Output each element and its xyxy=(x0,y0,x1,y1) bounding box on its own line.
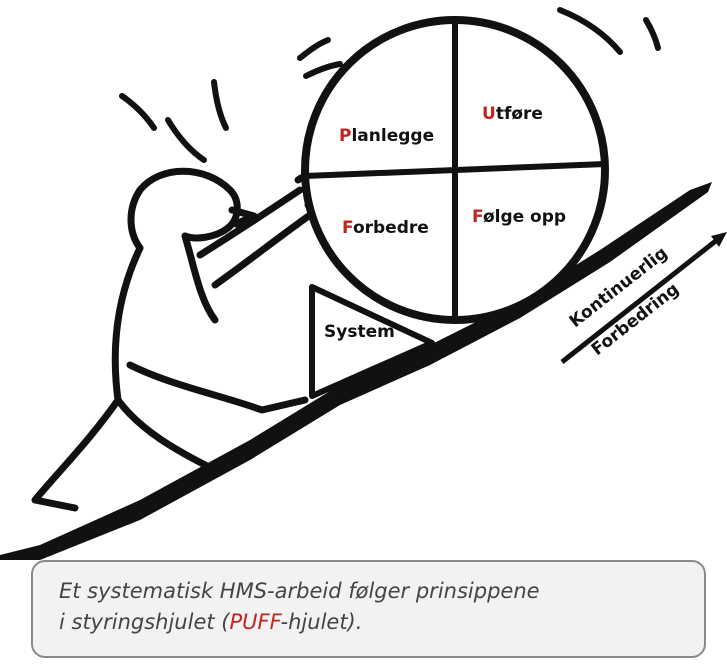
system-label: System xyxy=(324,322,395,342)
sisyphus-illustration: Planlegge Utføre Forbedre Følge opp Syst… xyxy=(0,7,727,560)
caption-line-1: Et systematisk HMS-arbeid følger prinsip… xyxy=(59,579,540,603)
system-wedge xyxy=(309,284,435,399)
wheel-label-folge-opp: Følge opp xyxy=(472,207,566,227)
caption-line-2-post: -hjulet). xyxy=(280,610,363,634)
wheel-label-forbedre: Forbedre xyxy=(342,218,429,238)
motion-marks xyxy=(119,7,661,163)
wheel-label-planlegge: Planlegge xyxy=(339,126,434,146)
caption-line-2-pre: i styringshjulet ( xyxy=(59,610,230,634)
puff-wheel xyxy=(301,16,609,324)
caption-line-2: i styringshjulet (PUFF-hjulet). xyxy=(59,607,678,638)
improvement-arrow xyxy=(560,232,727,364)
wheel-label-utfore: Utføre xyxy=(482,104,543,124)
pushing-figure xyxy=(31,167,332,512)
caption-box: Et systematisk HMS-arbeid følger prinsip… xyxy=(31,560,706,658)
caption-puff-accent: PUFF xyxy=(229,610,281,634)
